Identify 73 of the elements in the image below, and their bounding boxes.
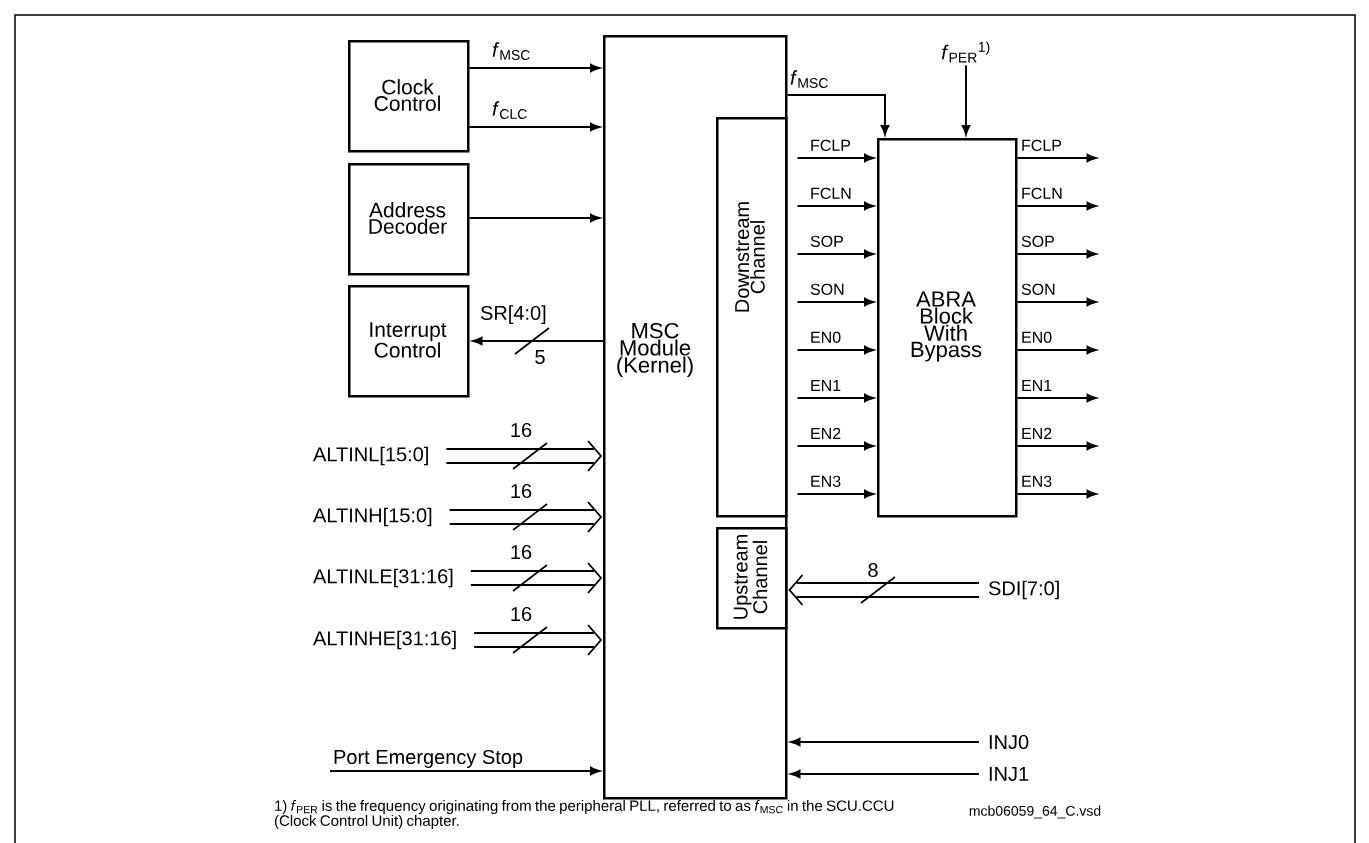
signal-label: SOP — [1021, 235, 1054, 247]
signal-label: FCLN — [811, 187, 851, 199]
file-name: mcb06059_64_C.vsd — [969, 805, 1101, 819]
arrow — [468, 63, 600, 73]
signal-label: FCLP — [1022, 139, 1062, 151]
block-box: Clock Control — [348, 40, 470, 153]
arrow — [790, 769, 980, 779]
signal-label: EN3 — [1022, 475, 1052, 487]
arrow — [1016, 441, 1097, 451]
block-box: Downstream Channel — [716, 117, 788, 518]
bus-arrow — [788, 574, 980, 606]
bus-arrow — [473, 624, 603, 656]
signal-label: EN0 — [811, 331, 841, 343]
arrow — [796, 297, 874, 307]
arrow — [796, 201, 874, 211]
signal-label: EN1 — [1022, 380, 1052, 391]
arrow — [796, 249, 874, 259]
arrow — [796, 489, 874, 499]
signal-label: ALTINHE[31:16] — [313, 630, 456, 650]
arrow — [961, 64, 971, 135]
arrow — [1016, 249, 1097, 259]
arrow — [796, 345, 874, 355]
arrow — [468, 213, 600, 223]
arrow — [786, 94, 890, 135]
signal-label: f$_{MSC}$ — [790, 70, 828, 88]
signal-label: EN2 — [811, 427, 841, 439]
bus-width-label: 16 — [511, 544, 532, 560]
signal-label: SON — [810, 283, 844, 295]
block-box: Upstream Channel — [716, 527, 788, 630]
signal-label: f$_{CLC}$ — [492, 101, 527, 119]
arrow — [796, 393, 874, 403]
bus-arrow — [445, 440, 603, 472]
arrow — [1016, 201, 1097, 211]
block-box: Address Decoder — [348, 163, 470, 276]
signal-label: ALTINL[15:0] — [313, 446, 428, 466]
arrow — [1016, 345, 1097, 355]
signal-label: SON — [1021, 283, 1055, 295]
bus-width-label: 5 — [535, 350, 545, 364]
arrow — [796, 441, 874, 451]
bus-width-label: 16 — [511, 483, 532, 499]
bus-width-label: 8 — [868, 562, 878, 578]
footnote: 1) f$_{PER}$ is the frequency originating from the peripheral PLL, referred to as f$_{MSC}$ in the SCU.CCU (Clock Control Unit) chapter. — [274, 800, 894, 829]
bus-width-label: 16 — [511, 422, 532, 438]
signal-label: Port Emergency Stop — [334, 749, 523, 768]
signal-label: EN1 — [811, 380, 841, 391]
signal-label: INJ1 — [989, 767, 1029, 781]
signal-label: EN3 — [811, 475, 841, 487]
signal-label: ALTINLE[31:16] — [313, 568, 453, 588]
arrow — [1016, 489, 1097, 499]
arrow — [329, 766, 600, 776]
signal-label: FCLN — [1022, 187, 1062, 199]
signal-label: INJ0 — [989, 734, 1029, 750]
block-box: Interrupt Control — [348, 285, 470, 398]
bus-arrow — [469, 562, 603, 594]
signal-label: SDI[7:0] — [988, 580, 1059, 600]
arrow — [790, 737, 980, 747]
arrow — [796, 153, 874, 163]
arrow — [1016, 393, 1097, 403]
signal-label: SOP — [810, 235, 843, 247]
signal-label: SR[4:0] — [480, 305, 546, 324]
signal-label: EN0 — [1022, 331, 1052, 343]
signal-label: EN2 — [1022, 427, 1052, 439]
block-box: ABRA Block With Bypass — [877, 138, 1018, 518]
signal-label: f$_{MSC}$ — [492, 42, 530, 60]
signal-label: f$_{PER}$1) — [941, 41, 990, 63]
bus-arrow — [448, 501, 603, 533]
signal-label: ALTINH[15:0] — [313, 507, 432, 527]
arrow — [472, 336, 604, 346]
arrow — [468, 122, 600, 132]
bus-width-label: 16 — [511, 606, 532, 622]
signal-label: FCLP — [811, 139, 851, 151]
arrow — [1016, 297, 1097, 307]
arrow — [1016, 153, 1097, 163]
